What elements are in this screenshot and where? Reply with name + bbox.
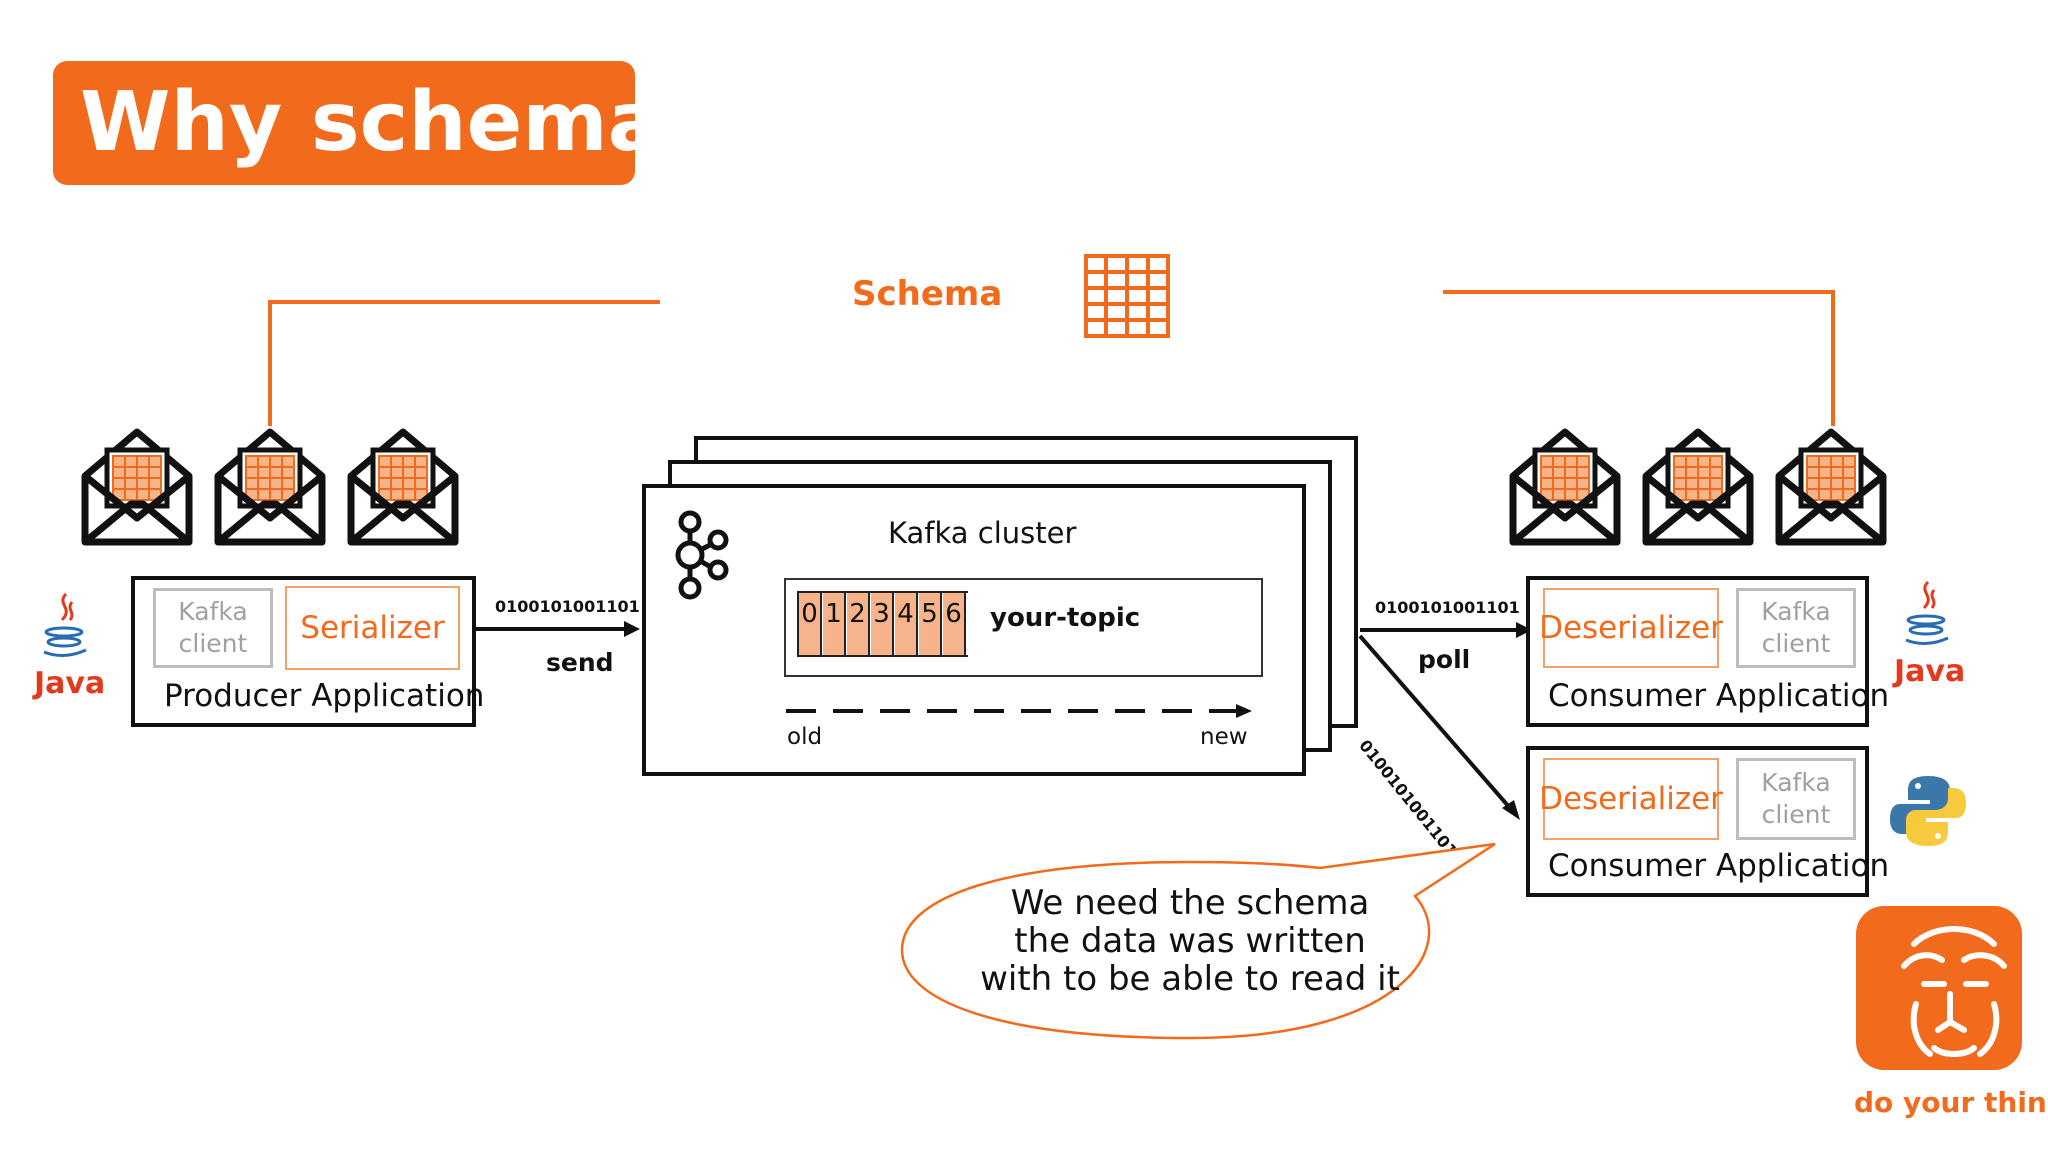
envelope-icon — [1775, 426, 1887, 546]
page-title: Why schemas? — [53, 61, 759, 185]
deserializer-label: Deserializer — [1539, 781, 1723, 817]
old-label: old — [787, 724, 823, 750]
python-icon — [1890, 776, 1966, 846]
envelope-icon — [214, 426, 326, 546]
send-arrow — [476, 621, 640, 637]
kafka-icon — [675, 510, 729, 600]
consumer-app-label: Consumer Application — [1548, 678, 1890, 714]
poll-label: poll — [1418, 645, 1471, 674]
java-label: Java — [1894, 654, 1966, 689]
producer-kafka-client: Kafka client — [153, 588, 273, 668]
kafka-cluster-title: Kafka cluster — [888, 516, 1077, 550]
consumer-kafka-client: Kafka client — [1736, 588, 1856, 668]
java-icon — [43, 592, 87, 657]
kafka-client-label: Kafka client — [1761, 597, 1831, 658]
envelope-icon — [1509, 426, 1621, 546]
partition-offset-cell: 1 — [823, 593, 846, 655]
partition-offset-cell: 6 — [943, 593, 966, 655]
deserializer-box: Deserializer — [1539, 758, 1723, 840]
java-icon — [1905, 580, 1949, 645]
schema-link-right-drop — [1831, 290, 1835, 426]
speech-bubble-text: We need the schema the data was written … — [970, 884, 1410, 998]
new-label: new — [1200, 724, 1248, 750]
serializer-box: Serializer — [285, 586, 460, 670]
serializer-label: Serializer — [300, 610, 445, 646]
envelope-icon — [1642, 426, 1754, 546]
schema-link-left — [268, 300, 660, 304]
send-label: send — [546, 648, 614, 677]
bubble-line: We need the schema — [1010, 883, 1370, 923]
partition-offset-cell: 5 — [919, 593, 942, 655]
bubble-line: the data was written — [1014, 921, 1366, 961]
schema-link-left-drop — [268, 300, 272, 426]
poll-arrows — [1358, 622, 1532, 820]
deserializer-box: Deserializer — [1539, 588, 1723, 668]
kafka-client-label: Kafka client — [178, 597, 248, 658]
lion-logo-icon — [1856, 906, 2022, 1070]
schema-grid-icon — [1084, 254, 1170, 338]
schema-link-right — [1443, 290, 1835, 294]
envelope-icon — [81, 426, 193, 546]
brand-tagline: do your thing — [1854, 1086, 2048, 1119]
offset-direction-arrow — [786, 704, 1252, 718]
kafka-client-label: Kafka client — [1761, 768, 1831, 829]
partition-offset-cell: 2 — [847, 593, 870, 655]
java-label: Java — [34, 666, 106, 701]
send-bits: 0100101001101 — [495, 597, 640, 616]
speech-bubble — [900, 842, 1496, 1040]
envelope-icon — [347, 426, 459, 546]
partition-offset-cell: 0 — [799, 593, 822, 655]
schema-label: Schema — [852, 274, 1003, 314]
producer-app-label: Producer Application — [164, 678, 485, 714]
topic-name: your-topic — [990, 603, 1141, 633]
bubble-line: with to be able to read it — [980, 959, 1400, 999]
deserializer-label: Deserializer — [1539, 610, 1723, 646]
poll-bits: 0100101001101 — [1375, 598, 1520, 617]
consumer-app-label: Consumer Application — [1548, 848, 1890, 884]
consumer-kafka-client: Kafka client — [1736, 758, 1856, 840]
partition-offset-cell: 3 — [871, 593, 894, 655]
partition-offset-cell: 4 — [895, 593, 918, 655]
